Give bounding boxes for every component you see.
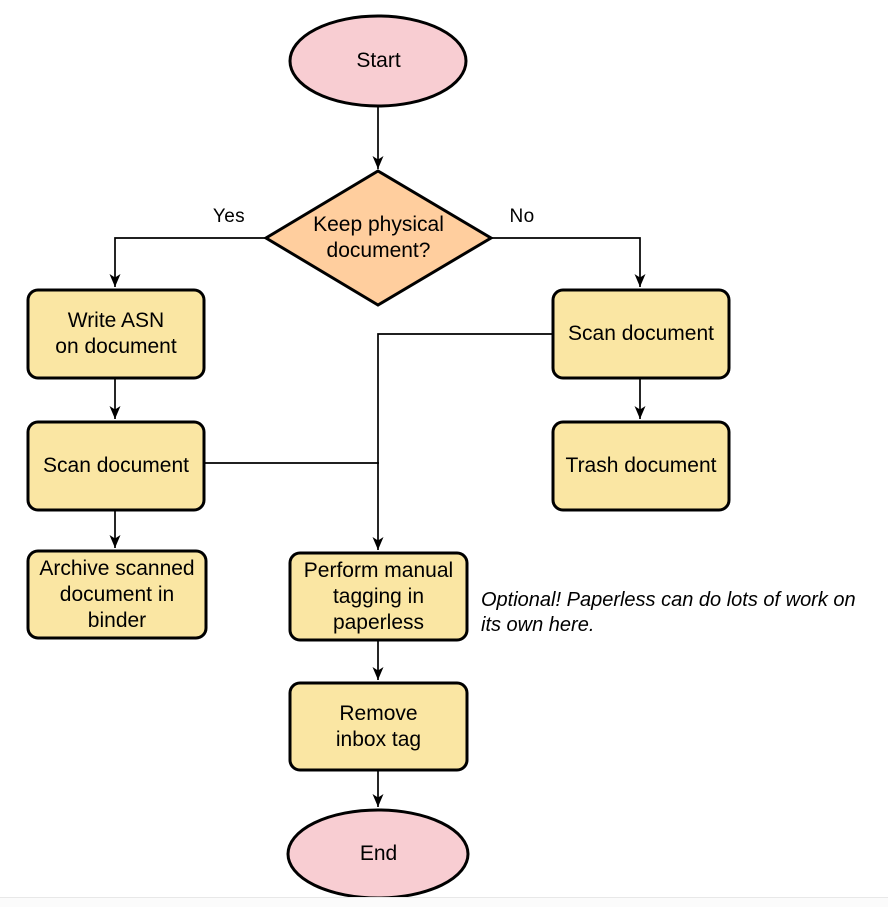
edge-scanright-tagging (372, 333, 553, 550)
page-bottom-divider (0, 897, 888, 907)
scan-right-node (551, 288, 731, 380)
optional-note: Optional! Paperless can do lots of work … (481, 589, 856, 636)
tagging-node (288, 551, 469, 642)
end-node (286, 808, 470, 900)
write-asn-node (26, 288, 206, 380)
archive-node (26, 549, 208, 640)
decision-node (263, 169, 494, 307)
scan-left-node (26, 420, 206, 512)
start-node (288, 14, 468, 108)
remove-tag-node (288, 681, 469, 772)
edge-decision-no (490, 237, 646, 287)
edge-decision-yes (109, 237, 267, 287)
trash-node (551, 420, 731, 512)
